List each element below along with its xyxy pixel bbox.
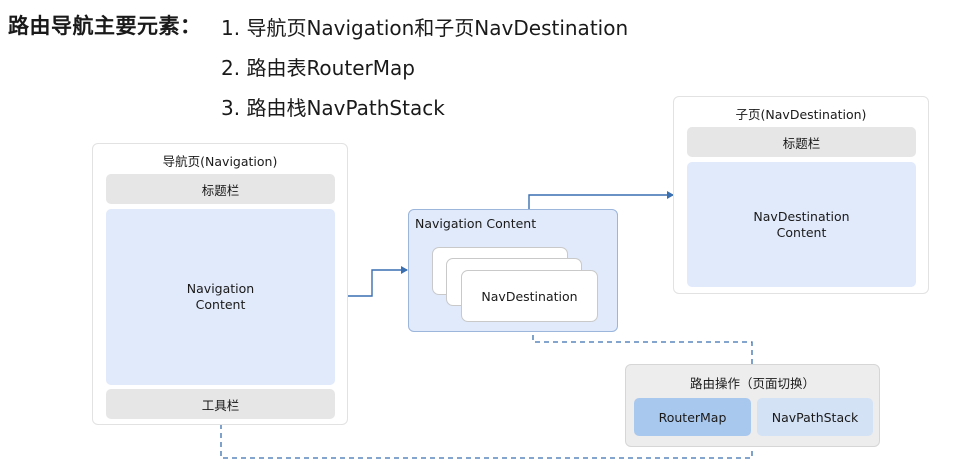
sub-page-panel-title: 子页(NavDestination) xyxy=(735,107,867,122)
navigation-panel: 导航页(Navigation) 标题栏 Navigation Content 工… xyxy=(92,143,348,425)
navigation-content-line2: Content xyxy=(195,297,246,312)
sub-page-content-area: NavDestination Content xyxy=(687,162,916,287)
navigation-toolbar: 工具栏 xyxy=(106,389,335,419)
sub-page-content-line2: Content xyxy=(776,224,827,240)
element-item-2: 2. 路由表RouterMap xyxy=(221,56,415,80)
sub-page-content-line1: NavDestination xyxy=(753,208,850,224)
navigation-content-box-title: Navigation Content xyxy=(415,216,537,231)
dashed-toolbar-to-ops xyxy=(220,424,753,459)
dashed-ops-to-content xyxy=(529,323,753,364)
routing-operations-title: 路由操作（页面切换） xyxy=(689,376,815,391)
navigation-content-line1: Navigation xyxy=(186,281,255,296)
sub-page-title-bar: 标题栏 xyxy=(687,127,916,157)
navigation-panel-title: 导航页(Navigation) xyxy=(162,154,278,169)
element-item-3: 3. 路由栈NavPathStack xyxy=(221,96,445,120)
sub-page-panel: 子页(NavDestination) 标题栏 NavDestination Co… xyxy=(673,96,929,294)
element-item-1: 1. 导航页Navigation和子页NavDestination xyxy=(221,16,629,40)
nav-path-stack-box: NavPathStack xyxy=(757,398,873,436)
diagram-heading: 路由导航主要元素： xyxy=(8,14,202,38)
navigation-content-area: Navigation Content xyxy=(106,209,335,385)
navigation-title-bar: 标题栏 xyxy=(106,174,335,204)
router-map-box: RouterMap xyxy=(634,398,751,436)
nav-destination-card: NavDestination xyxy=(461,270,598,322)
arrow-navigation-to-content xyxy=(335,266,408,297)
routing-operations-panel: 路由操作（页面切换） RouterMap NavPathStack xyxy=(625,364,880,447)
